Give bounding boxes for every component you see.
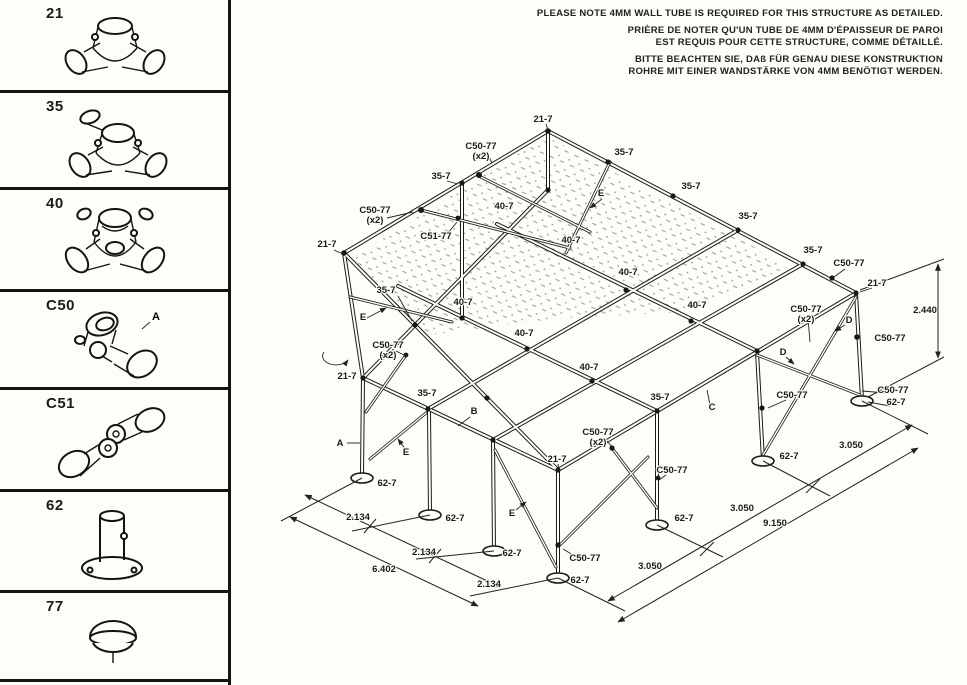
dimension-label: 2.134	[477, 579, 501, 590]
dimension-label: 6.402	[372, 564, 396, 575]
part-label: 40-7	[561, 235, 580, 246]
part-label: 21-7	[867, 278, 886, 289]
brace-ref-label: E	[509, 508, 515, 519]
fitting-row-62: 62	[0, 492, 228, 593]
part-label: 35-7	[650, 392, 669, 403]
part-label: C50-77	[790, 304, 821, 315]
part-label: (x2)	[590, 437, 607, 448]
part-label: C51-77	[420, 231, 451, 242]
fitting-row-C50: C50 A	[0, 292, 228, 390]
part-label: 62-7	[445, 513, 464, 524]
part-label: C50-77	[465, 141, 496, 152]
part-label: 35-7	[803, 245, 822, 256]
detail-marker-a: A	[152, 311, 160, 323]
cross-fitting-icon	[64, 207, 166, 274]
part-label: C50-77	[656, 465, 687, 476]
part-label: C50-77	[359, 205, 390, 216]
label-leaders	[333, 123, 891, 559]
part-label: 62-7	[779, 451, 798, 462]
part-label: C50-77	[874, 333, 905, 344]
dimension-lines	[280, 258, 945, 623]
part-label: 35-7	[614, 147, 633, 158]
part-label: 40-7	[514, 328, 533, 339]
part-label: 62-7	[502, 548, 521, 559]
brace-ref-label: E	[598, 188, 604, 199]
base-flange-fitting-icon	[81, 510, 143, 580]
part-label: 35-7	[681, 181, 700, 192]
part-label: 35-7	[431, 171, 450, 182]
brace-ref-label: D	[780, 347, 787, 358]
part-label: 35-7	[376, 285, 395, 296]
part-label: 35-7	[738, 211, 757, 222]
part-label: C50-77	[582, 427, 613, 438]
brace-ref-label: D	[846, 315, 853, 326]
part-label: C50-77	[569, 553, 600, 564]
part-label: 21-7	[337, 371, 356, 382]
part-label: 62-7	[886, 397, 905, 408]
fitting-code: C50	[46, 297, 76, 314]
rotation-arrow	[322, 351, 349, 367]
note-line-de-1: BITTE BEACHTEN SIE, DAß FÜR GENAU DIESE …	[634, 54, 943, 65]
part-label: (x2)	[367, 215, 384, 226]
part-label: 21-7	[317, 239, 336, 250]
plug-fitting-icon	[89, 620, 137, 663]
fitting-code: C51	[46, 395, 76, 412]
part-label: C50-77	[776, 390, 807, 401]
fitting-code: 62	[46, 497, 64, 514]
part-label: 35-7	[417, 388, 436, 399]
part-label: 40-7	[494, 201, 513, 212]
fitting-code: 40	[46, 195, 64, 212]
diagonal-braces	[348, 160, 862, 569]
dimension-label: 2.134	[412, 547, 436, 558]
dimension-label: 3.050	[638, 561, 662, 572]
dimension-label: 3.050	[839, 440, 863, 451]
part-label: (x2)	[380, 350, 397, 361]
fitting-code: 77	[46, 598, 64, 615]
part-label: C50-77	[372, 340, 403, 351]
part-label: 40-7	[618, 267, 637, 278]
brace-ref-label: E	[360, 312, 366, 323]
part-label: 62-7	[674, 513, 693, 524]
part-label: C50-77	[877, 385, 908, 396]
note-line-fr-1: PRIÈRE DE NOTER QU'UN TUBE DE 4MM D'ÉPAI…	[627, 25, 943, 36]
swivel-elbow-fitting-icon	[57, 407, 166, 479]
fitting-row-35: 35	[0, 93, 228, 190]
fitting-row-40: 40	[0, 190, 228, 292]
dimension-label: 2.134	[346, 512, 370, 523]
part-label: 21-7	[547, 454, 566, 465]
member-ref-label: A	[337, 438, 344, 449]
brace-ref-label: E	[403, 447, 409, 458]
note-line-fr-2: EST REQUIS POUR CETTE STRUCTURE, COMME D…	[655, 37, 943, 48]
note-line-en: PLEASE NOTE 4MM WALL TUBE IS REQUIRED FO…	[536, 8, 943, 19]
part-label: 40-7	[579, 362, 598, 373]
part-label: (x2)	[798, 314, 815, 325]
swivel-fitting-icon: A	[74, 311, 160, 379]
tee-fitting-icon	[68, 109, 168, 178]
joint-fittings	[341, 128, 860, 548]
part-label: (x2)	[473, 151, 490, 162]
elbow-fitting-icon	[64, 17, 166, 75]
wall-tube-notes: PLEASE NOTE 4MM WALL TUBE IS REQUIRED FO…	[383, 8, 943, 78]
part-label: 21-7	[533, 114, 552, 125]
part-label: 40-7	[687, 300, 706, 311]
part-label: C50-77	[833, 258, 864, 269]
fitting-row-77: 77	[0, 593, 228, 682]
dimension-label: 3.050	[730, 503, 754, 514]
part-label: 62-7	[377, 478, 396, 489]
member-ref-label: B	[471, 406, 478, 417]
fitting-list: 21 35	[0, 0, 231, 685]
fitting-code: 35	[46, 98, 64, 115]
dimension-label: 2.440	[913, 305, 937, 316]
dimension-label: 9.150	[763, 518, 787, 529]
fitting-row-21: 21	[0, 0, 228, 93]
part-label: 40-7	[453, 297, 472, 308]
part-label: 62-7	[570, 575, 589, 586]
note-line-de-2: ROHRE MIT EINER WANDSTÄRKE VON 4MM BENÖT…	[628, 66, 943, 77]
fitting-row-C51: C51	[0, 390, 228, 492]
fitting-code: 21	[46, 5, 64, 22]
member-ref-label: C	[709, 402, 716, 413]
